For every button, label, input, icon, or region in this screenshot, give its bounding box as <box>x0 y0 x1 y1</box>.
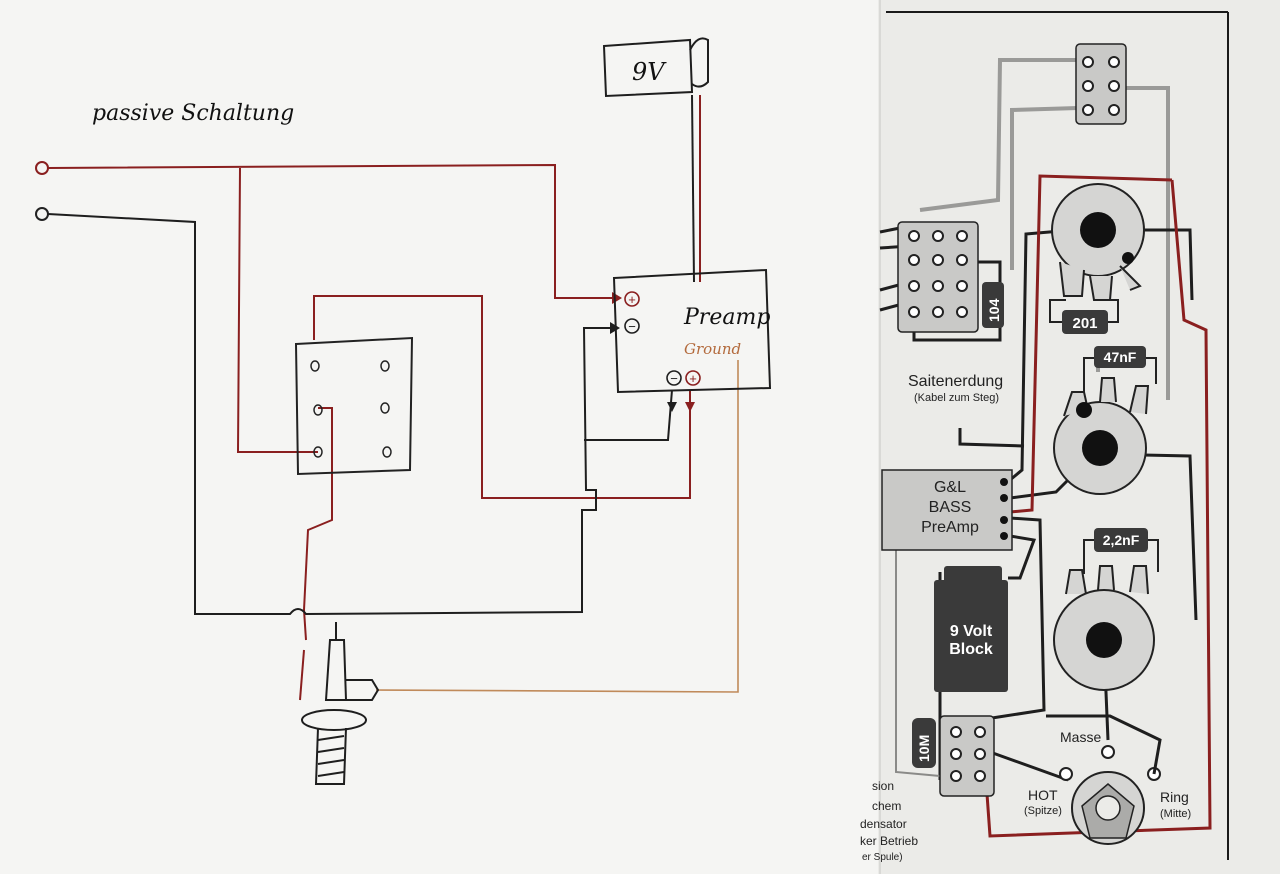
preamp-line-3: PreAmp <box>921 519 979 536</box>
capacitor-22nf-label: 2,2nF <box>1103 532 1140 548</box>
masse-label: Masse <box>1060 729 1101 745</box>
hot-sub-label: (Spitze) <box>1024 805 1062 817</box>
tone-pot-2 <box>1053 377 1150 495</box>
resistor-201-label: 201 <box>1072 315 1097 332</box>
battery-line-2: Block <box>949 641 993 658</box>
printed-grey-shield <box>895 540 941 777</box>
sketch-paper <box>0 0 885 874</box>
capacitor-104: 104 <box>982 282 1004 328</box>
preamp-line-2: BASS <box>929 499 972 516</box>
printed-battery: 9 Volt Block <box>934 566 1008 692</box>
capacitor-47nf-label: 47nF <box>1104 349 1137 365</box>
sketch-ground-wire <box>375 360 739 693</box>
sketch-battery: 9V <box>602 37 709 98</box>
printed-grey-wires <box>919 58 1170 400</box>
cut-text-1: sion <box>872 779 894 793</box>
preamp-battery-plus: + <box>689 371 697 386</box>
capacitor-22nf: 2,2nF <box>1083 528 1159 574</box>
left-switch-block <box>897 221 979 333</box>
output-switch-block <box>939 715 995 797</box>
cut-text-3: densator <box>860 817 907 831</box>
volume-pot-1 <box>1051 183 1145 301</box>
hand-sketch: passive Schaltung <box>35 37 772 785</box>
printed-red-wire <box>984 174 1212 838</box>
resistor-10m: 10M <box>912 718 936 768</box>
printed-output-jack <box>1046 714 1162 845</box>
preamp-battery-minus: − <box>670 371 678 386</box>
printed-diagram: 104 201 47nF <box>860 43 1212 863</box>
battery-line-1: 9 Volt <box>950 623 993 640</box>
sketch-output-jack <box>299 639 380 785</box>
battery-label: 9V <box>632 58 667 86</box>
hot-label: HOT <box>1028 787 1058 803</box>
switch-box <box>294 336 414 476</box>
printed-preamp-box: G&L BASS PreAmp <box>881 469 1013 551</box>
ring-label: Ring <box>1160 789 1189 805</box>
preamp-line-1: G&L <box>934 479 966 496</box>
sketch-black-wires <box>47 94 695 640</box>
sketch-red-wires <box>47 95 701 641</box>
capacitor-47nf: 47nF <box>1083 346 1157 392</box>
ring-sub-label: (Mitte) <box>1160 808 1191 820</box>
preamp-plus-in: + <box>628 292 636 307</box>
top-switch-block <box>1075 43 1127 125</box>
cut-text-2: chem <box>872 799 901 813</box>
sketch-title: passive Schaltung <box>92 101 294 126</box>
capacitor-104-label: 104 <box>986 298 1002 322</box>
resistor-201: 201 <box>1049 299 1119 334</box>
cut-text-4: ker Betrieb <box>860 834 918 848</box>
tone-pot-3 <box>1053 565 1155 691</box>
resistor-10m-label: 10M <box>916 735 932 762</box>
cut-text-5: er Spule) <box>862 852 903 863</box>
preamp-minus-in: − <box>628 319 636 334</box>
kabel-zum-steg-label: (Kabel zum Steg) <box>914 392 999 404</box>
preamp-label: Preamp <box>683 305 770 330</box>
sketch-preamp-box: Preamp Ground + − − + <box>612 268 772 394</box>
saitenerdung-label: Saitenerdung <box>908 373 1003 390</box>
ground-label: Ground <box>684 340 741 358</box>
